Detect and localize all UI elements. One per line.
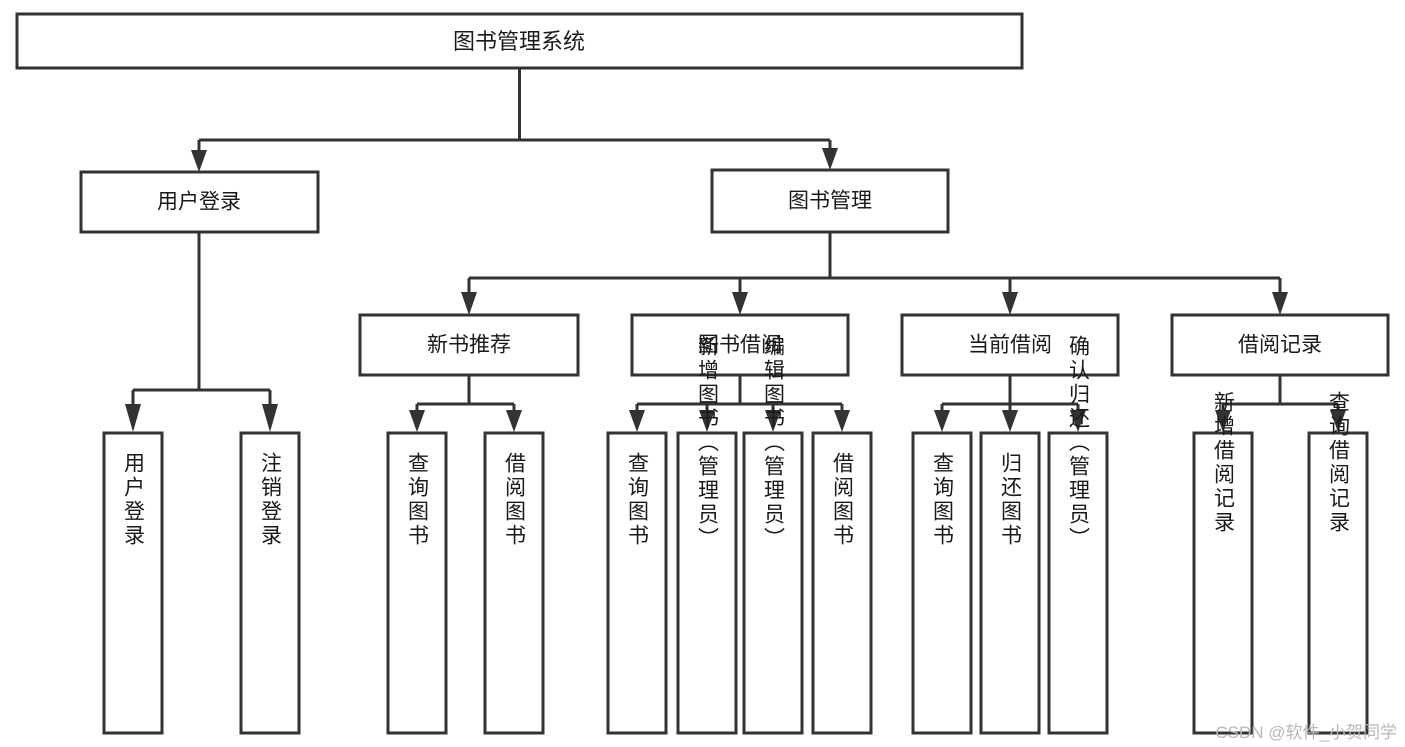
- node-book-borrow-label: 图书借阅: [698, 334, 782, 357]
- leaf-user-login-label: 用户登录: [122, 452, 146, 548]
- node-current-borrow-box: [900, 313, 1120, 377]
- csdn-watermark: CSDN @软件_小贺同学: [1215, 723, 1397, 742]
- leaf-node[interactable]: 查询图书: [911, 431, 973, 735]
- node-new-book-recommend-label: 新书推荐: [427, 334, 511, 357]
- leaf-node[interactable]: 查询图书: [606, 431, 668, 735]
- node-book-borrow-box: [630, 313, 850, 377]
- arrow-to-user-login: [191, 150, 207, 172]
- leaf-newbook-borrow-label: 借阅图书: [503, 452, 527, 548]
- arrow-current-borrow-leaf-2: [1070, 410, 1086, 432]
- connector-layer: [125, 68, 1346, 432]
- arrow-new-book-leaf-0: [409, 410, 425, 432]
- leaf-user-login-box: [102, 431, 164, 735]
- node-book-management[interactable]: 图书管理: [710, 168, 950, 234]
- leaf-add-record-box: [1192, 431, 1254, 735]
- leaf-borrow-book-box: [811, 431, 873, 735]
- node-borrow-record-label: 借阅记录: [1238, 334, 1322, 357]
- leaf-borrow-query-box: [606, 431, 668, 735]
- node-book-management-box: [710, 168, 950, 234]
- leaf-node[interactable]: 归还图书: [979, 431, 1041, 735]
- leaf-node[interactable]: 新增借阅记录: [1192, 391, 1254, 735]
- leaf-confirm-return-box: [1047, 431, 1109, 735]
- leaf-newbook-borrow-box: [483, 431, 545, 735]
- leaf-node[interactable]: 注销登录: [239, 431, 301, 735]
- node-book-management-label: 图书管理: [788, 190, 872, 213]
- leaf-node[interactable]: 借阅图书: [483, 431, 545, 735]
- leaf-node[interactable]: 用户登录: [102, 431, 164, 735]
- arrow-new-book-leaf-1: [506, 410, 522, 432]
- leaf-node[interactable]: 新增图书（管理员）: [676, 335, 738, 735]
- arrow-user-login-leaf-0: [125, 404, 141, 432]
- leaf-add-book-box: [676, 431, 738, 735]
- arrow-book-borrow-leaf-2: [765, 410, 781, 432]
- leaf-borrow-query-label: 查询图书: [626, 452, 650, 548]
- leaf-node[interactable]: 查询借阅记录: [1307, 391, 1369, 735]
- arrow-to-book-mgmt: [822, 148, 838, 170]
- leaf-query-record-label: 查询借阅记录: [1327, 391, 1351, 535]
- leaf-current-query-box: [911, 431, 973, 735]
- node-root-label: 图书管理系统: [453, 29, 585, 54]
- arrow-to-book-borrow: [732, 292, 748, 315]
- node-borrow-record-box: [1170, 313, 1390, 377]
- node-new-book-recommend-box: [358, 313, 580, 377]
- leaf-edit-book-label: 编辑图书（管理员）: [762, 335, 786, 551]
- arrow-user-login-leaf-1: [262, 404, 278, 432]
- node-root-book-management-system[interactable]: 图书管理系统: [15, 12, 1024, 70]
- node-borrow-record[interactable]: 借阅记录: [1170, 313, 1390, 377]
- arrow-current-borrow-leaf-1: [1002, 410, 1018, 432]
- arrow-book-borrow-leaf-1: [699, 410, 715, 432]
- leaf-current-query-label: 查询图书: [931, 452, 955, 548]
- arrow-borrow-record-leaf-1: [1330, 410, 1346, 432]
- arrow-book-borrow-leaf-0: [629, 410, 645, 432]
- leaf-confirm-return-label: 确认归还（管理员）: [1067, 335, 1091, 551]
- leaf-node[interactable]: 借阅图书: [811, 431, 873, 735]
- arrow-to-current-borrow: [1002, 292, 1018, 315]
- arrow-to-borrow-record: [1272, 292, 1288, 315]
- node-root-box: [15, 12, 1024, 70]
- leaf-return-book-label: 归还图书: [999, 452, 1023, 548]
- node-new-book-recommend[interactable]: 新书推荐: [358, 313, 580, 377]
- arrow-current-borrow-leaf-0: [934, 410, 950, 432]
- arrow-to-new-book: [461, 292, 477, 315]
- arrow-book-borrow-leaf-3: [834, 410, 850, 432]
- leaf-newbook-query-box: [386, 431, 448, 735]
- leaf-logout-label: 注销登录: [259, 452, 283, 548]
- leaf-newbook-query-label: 查询图书: [406, 452, 430, 548]
- node-user-login-label: 用户登录: [157, 191, 241, 214]
- node-current-borrow-label: 当前借阅: [968, 334, 1052, 357]
- arrow-borrow-record-leaf-0: [1215, 410, 1231, 432]
- leaf-node[interactable]: 查询图书: [386, 431, 448, 735]
- node-book-borrow[interactable]: 图书借阅: [630, 313, 850, 377]
- node-current-borrow[interactable]: 当前借阅: [900, 313, 1120, 377]
- leaf-node[interactable]: 确认归还（管理员）: [1047, 335, 1109, 735]
- leaf-add-book-label: 新增图书（管理员）: [696, 335, 720, 551]
- leaf-borrow-book-label: 借阅图书: [831, 452, 855, 548]
- node-user-login-box: [79, 170, 320, 234]
- leaf-query-record-box: [1307, 431, 1369, 735]
- leaf-node[interactable]: 编辑图书（管理员）: [742, 335, 804, 735]
- leaf-add-record-label: 新增借阅记录: [1212, 391, 1236, 535]
- node-user-login[interactable]: 用户登录: [79, 170, 320, 234]
- leaf-edit-book-box: [742, 431, 804, 735]
- leaf-logout-box: [239, 431, 301, 735]
- leaf-return-book-box: [979, 431, 1041, 735]
